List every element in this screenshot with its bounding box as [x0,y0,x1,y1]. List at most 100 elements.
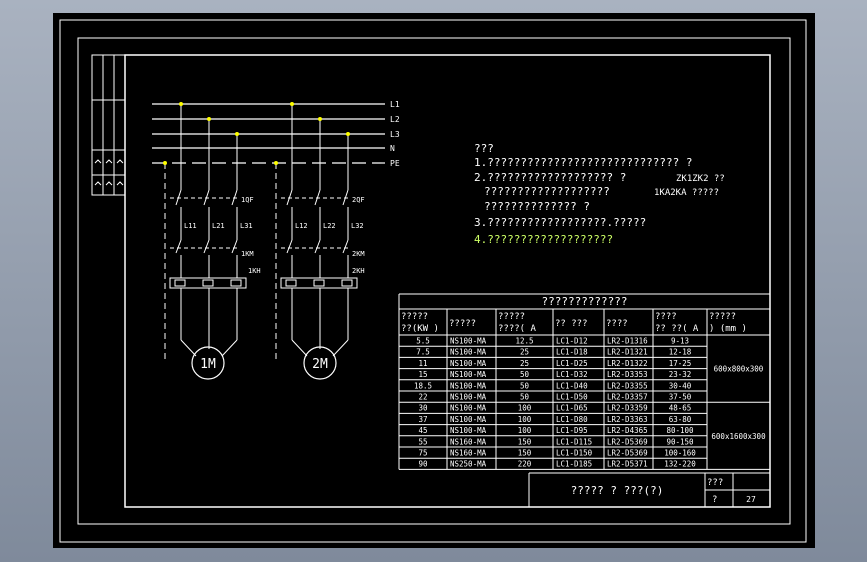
table-cell: NS100-MA [450,381,487,390]
table-cell: LR2-D4365 [607,426,648,435]
wire-label-l32: L32 [351,222,364,230]
table-cell: 17-25 [669,359,692,368]
table-cell: LC1-D80 [556,415,588,424]
table-cell: LR2-D5369 [607,449,648,458]
table-header-cell: ) (mm ) [709,324,747,334]
table-header-cell: ????( A [498,324,537,334]
table-cell: NS100-MA [450,370,487,379]
table-cell: 50 [520,393,530,402]
table-cell: LR2-D3363 [607,415,648,424]
wire-label-l11: L11 [184,222,197,230]
notes-block: ??? 1.????????????????????????????? ? 2.… [474,142,725,246]
table-cell: NS100-MA [450,337,487,346]
table-cell: 48-65 [669,404,692,413]
bus-label-l2: L2 [390,115,400,124]
table-cell: LR2-D3359 [607,404,648,413]
table-cell: 5.5 [416,337,430,346]
table-cell: 9-13 [671,337,689,346]
table-cell: LC1-D25 [556,359,588,368]
table-cell: NS100-MA [450,415,487,424]
table-header-cell: ?? ??( A [655,324,699,334]
motor-1m-label: 1M [200,357,216,372]
table-cell: LR2-D1321 [607,348,648,357]
table-cell: LR2-D3353 [607,370,648,379]
junction-dots [163,102,350,165]
table-header-cell: ????? [498,312,525,322]
motor-2m-symbol [303,346,337,380]
table-cell: LR2-D3357 [607,393,648,402]
title-block-label-top: ??? [707,478,723,488]
inner-frame [124,54,771,508]
table-cell: 18.5 [414,381,432,390]
bus-label-l3: L3 [390,130,400,139]
bus-bars [152,103,385,164]
table-cell: LR2-D1316 [607,337,648,346]
spec-table: ?????????????????? ??(KW )?????????? ????(… [398,293,771,470]
table-header-cell: ????? [401,312,428,322]
table-cell: LR2-D5369 [607,437,648,446]
wire-label-l31: L31 [240,222,253,230]
table-cell: 220 [518,460,532,469]
table-cell: 25 [520,359,529,368]
table-cell: NS100-MA [450,426,487,435]
table-cell: NS160-MA [450,437,487,446]
circuit-left-wiring [164,104,247,360]
table-cell: LC1-D115 [556,437,592,446]
table-header-cell: ?? ??? [555,319,588,329]
table-cell: NS100-MA [450,404,487,413]
table-cell: 100-160 [664,449,696,458]
table-header-cell: ????? [709,312,736,322]
wire-label-l21: L21 [212,222,225,230]
table-cell: NS100-MA [450,359,487,368]
outer-frame [59,19,807,543]
table-cell: 75 [418,449,427,458]
note-2b: ??????????????????? [484,185,610,198]
table-cell: LC1-D32 [556,370,588,379]
table-cell: LC1-D65 [556,404,588,413]
contactor-1km-label: 1KM [241,250,254,258]
table-cell: NS250-MA [450,460,487,469]
table-cell: LC1-D12 [556,337,588,346]
table-cell: LC1-D40 [556,381,588,390]
table-cell: 25 [520,348,529,357]
table-cell: 12-18 [669,348,692,357]
table-cell: NS100-MA [450,348,487,357]
table-cell: 30 [418,404,428,413]
table-cell: 150 [518,449,532,458]
table-header-cell: ???? [606,319,628,329]
table-cell: LC1-D95 [556,426,588,435]
table-cell: 22 [418,393,427,402]
size-cell-small: 600x800x300 [714,365,764,374]
note-2a-code: ZK1ZK2 ?? [676,174,725,184]
table-cell: LC1-D150 [556,449,593,458]
table-cell: NS160-MA [450,449,487,458]
relay-1kh-label: 1KH [248,267,261,275]
note-2c: ?????????????? ? [484,200,590,213]
table-cell: LR2-D3355 [607,381,648,390]
table-cell: 132-220 [664,460,696,469]
circuit-right-wiring [275,104,358,360]
table-cell: NS100-MA [450,393,487,402]
title-block-label-bottom: ? [712,495,717,505]
table-cell: 30-40 [669,381,692,390]
table-title: ????????????? [541,295,627,308]
breaker-2qf-label: 2QF [352,196,365,204]
table-cell: 100 [518,415,532,424]
note-2b-code: 1KA2KA ????? [654,188,719,198]
table-header-cell: ???? [655,312,677,322]
table-cell: 55 [418,437,427,446]
table-header-cell: ??(KW ) [401,324,439,334]
contactor-2km-label: 2KM [352,250,365,258]
motor-1m-symbol [191,346,225,380]
table-cell: 90-150 [666,437,694,446]
table-cell: LC1-D18 [556,348,588,357]
sheet-number: 27 [746,495,756,504]
table-cell: LR2-D1322 [607,359,648,368]
bus-label-pe: PE [390,159,400,168]
table-cell: 37-50 [669,393,692,402]
table-cell: LC1-D185 [556,460,592,469]
table-cell: 37 [418,415,427,424]
drawing-background [53,13,815,548]
table-cell: 150 [518,437,532,446]
